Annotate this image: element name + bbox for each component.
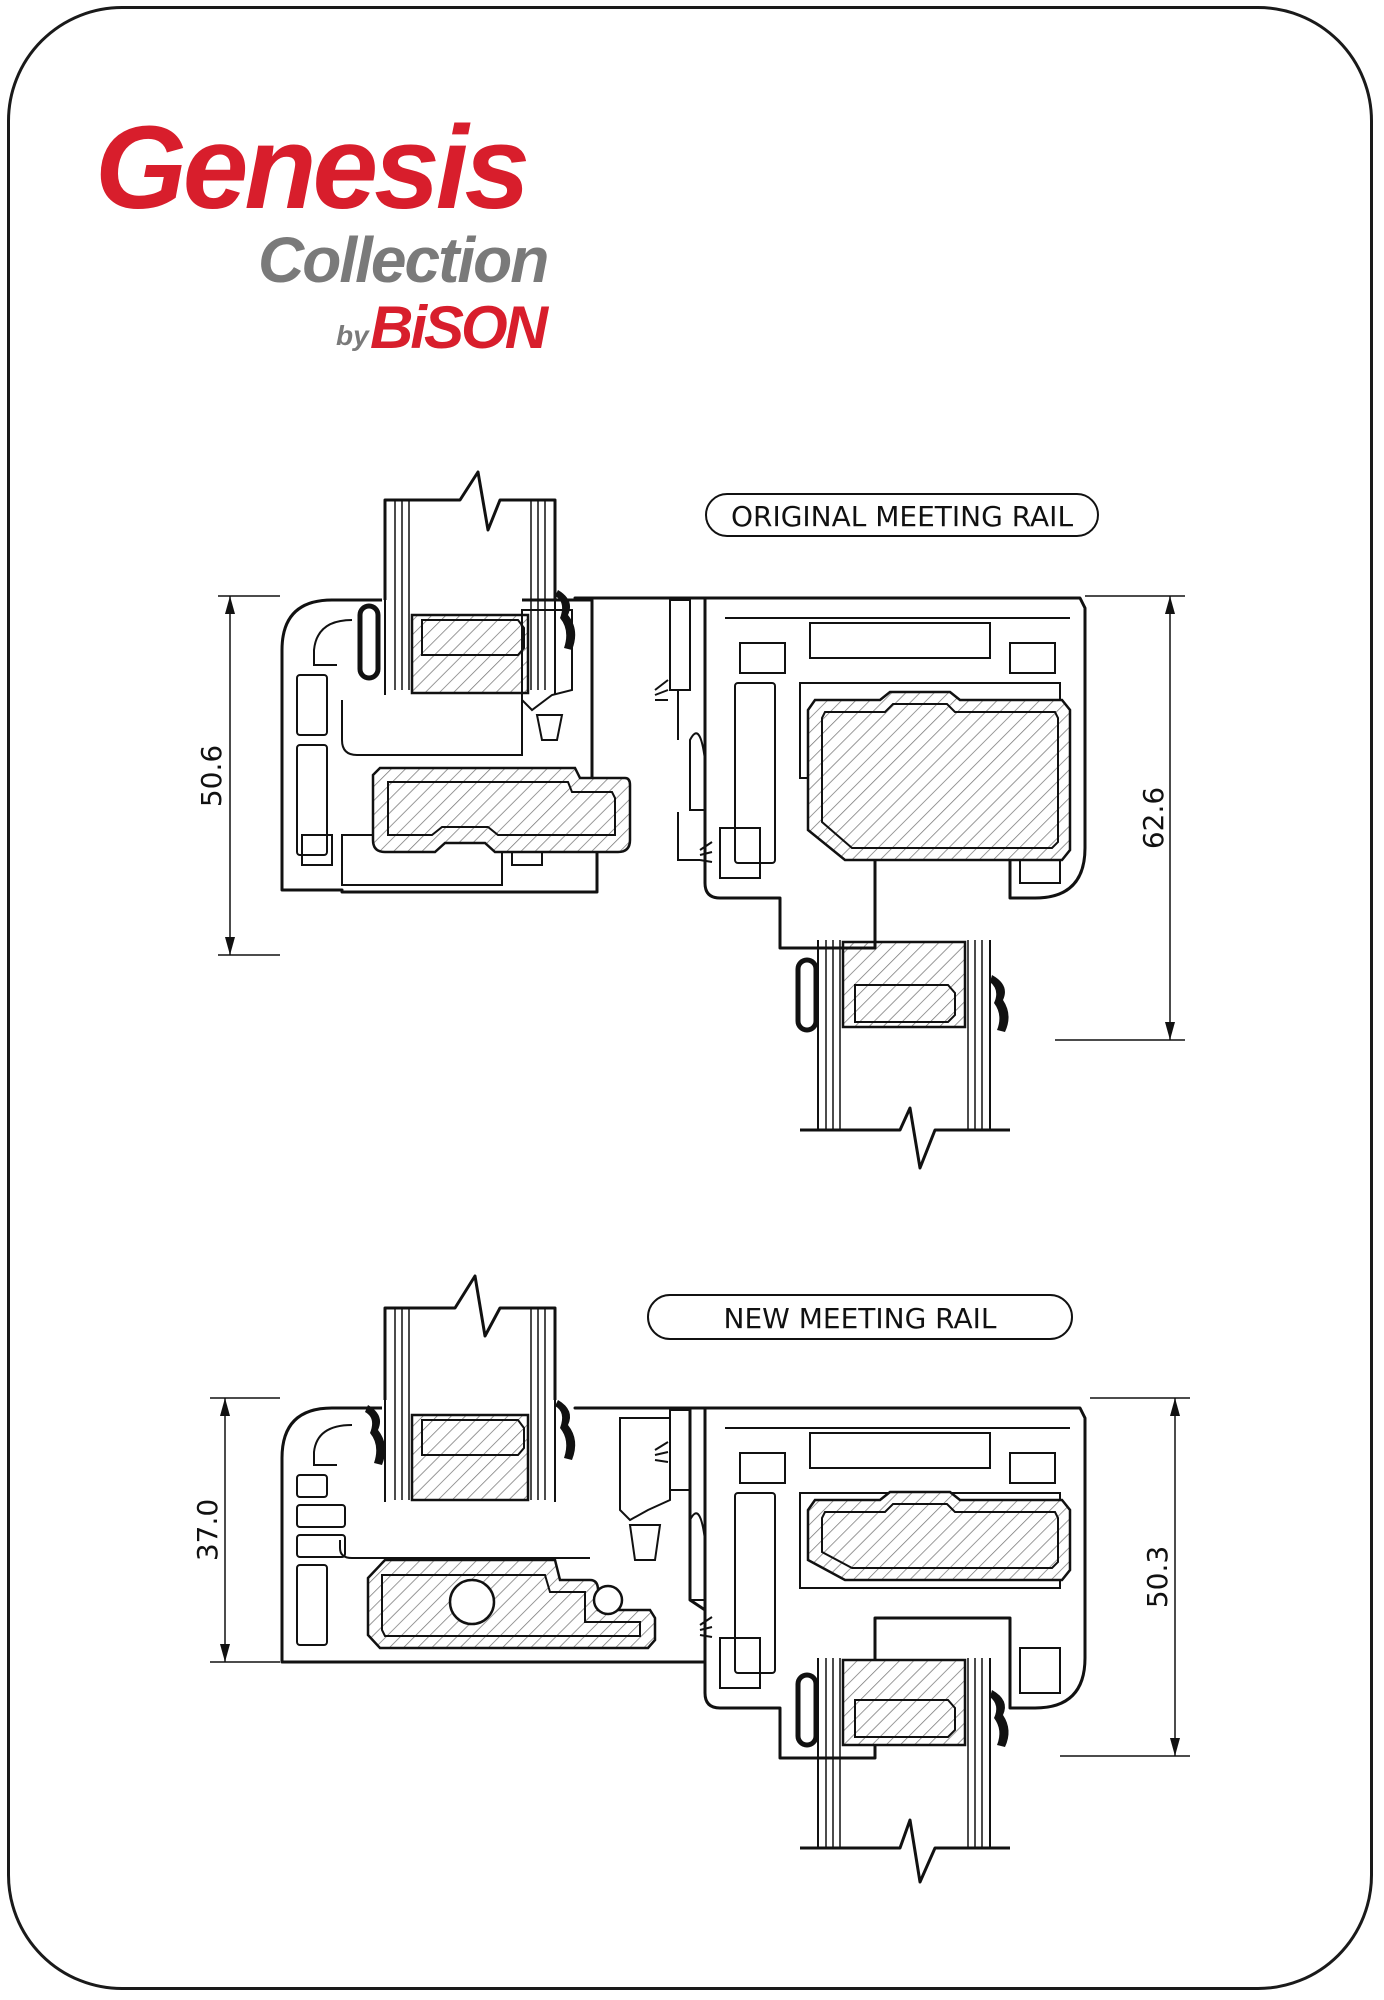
page-border [7, 6, 1373, 1990]
original-lower-glass [800, 940, 1010, 1170]
new-dim-left-value: 37.0 [191, 1499, 224, 1561]
genesis-logo: Genesis Collection by BiSON [95, 102, 553, 361]
original-label-pill [705, 493, 1099, 537]
original-upper-gasket [357, 603, 381, 681]
section-new: NEW MEETING RAIL [191, 1274, 1190, 1884]
section-original: ORIGINAL MEETING RAIL [195, 470, 1185, 1170]
new-label-pill [647, 1294, 1073, 1340]
new-dim-left: 37.0 [191, 1397, 280, 1663]
original-label: ORIGINAL MEETING RAIL [731, 500, 1073, 533]
new-dim-right: 50.3 [1060, 1397, 1190, 1757]
new-dim-right-value: 50.3 [1141, 1546, 1174, 1608]
logo-collection: Collection [258, 224, 547, 296]
new-lower-glass [800, 1658, 1010, 1884]
new-upper-glass [383, 1274, 557, 1502]
logo-bison: BiSON [370, 294, 550, 361]
original-upper-glass [383, 470, 557, 695]
original-dim-left-value: 50.6 [195, 745, 228, 807]
logo-genesis: Genesis [95, 102, 527, 234]
original-lower-gasket [795, 957, 819, 1033]
original-dim-right: 62.6 [1055, 595, 1185, 1041]
new-lower-gasket [795, 1672, 819, 1748]
logo-by: by [336, 320, 370, 351]
original-dim-left: 50.6 [195, 595, 280, 956]
new-label: NEW MEETING RAIL [724, 1302, 997, 1335]
original-dim-right-value: 62.6 [1137, 787, 1170, 849]
